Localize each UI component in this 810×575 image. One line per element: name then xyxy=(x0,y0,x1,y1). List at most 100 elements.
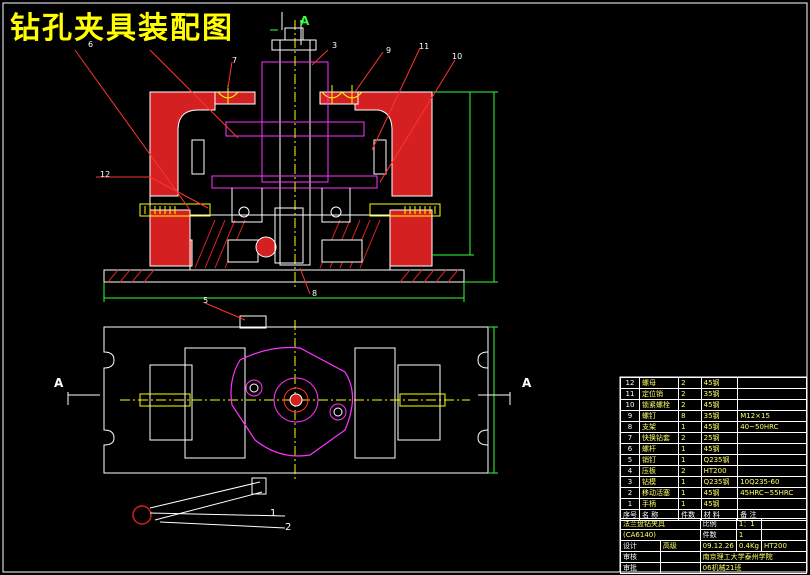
bom-cell-name: 螺钉 xyxy=(638,410,680,422)
material-value: HT200 xyxy=(761,540,807,552)
callout-1: 1 xyxy=(270,508,277,519)
callout-11: 11 xyxy=(419,42,430,51)
sheet-value: 1 xyxy=(735,529,763,541)
bom-cell-no: 7 xyxy=(620,432,640,444)
callout-2: 2 xyxy=(285,522,292,533)
bom-cell-qty: 2 xyxy=(678,432,702,444)
drawing-name: 法兰盘钻夹具 xyxy=(620,518,701,530)
checker-label: 审核 xyxy=(620,551,661,563)
weight-value: 0.4Kg xyxy=(735,540,763,552)
school-name: 南京理工大学泰州学院 xyxy=(699,551,808,563)
bom-cell-name: 支架 xyxy=(638,421,680,433)
bom-cell-qty: 2 xyxy=(678,388,702,400)
callout-6: 6 xyxy=(88,40,94,49)
designer-label: 设计 xyxy=(620,540,661,552)
bom-cell-material: 45钢 xyxy=(700,443,739,455)
bom-cell-name: 钻模 xyxy=(638,476,680,488)
class-name: 06机械21班 xyxy=(699,562,808,574)
bom-cell-qty: 2 xyxy=(678,377,702,389)
section-label-top: A xyxy=(300,14,310,28)
bom-cell-qty: 2 xyxy=(678,465,702,477)
bom-cell-qty: 1 xyxy=(678,454,702,466)
bom-cell-qty: 1 xyxy=(678,487,702,499)
bom-cell-material: 45钢 xyxy=(700,377,739,389)
callout-8: 8 xyxy=(312,289,318,298)
bom-cell-note: 40~50HRC xyxy=(737,421,807,433)
callout-9: 9 xyxy=(386,46,392,55)
bom-cell-qty: 1 xyxy=(678,476,702,488)
bom-cell-no: 6 xyxy=(620,443,640,455)
bom-cell-no: 5 xyxy=(620,454,640,466)
bom-cell-qty: 8 xyxy=(678,410,702,422)
bom-cell-note xyxy=(737,399,807,411)
bom-cell-material: 25钢 xyxy=(700,432,739,444)
bom-cell-name: 定位销 xyxy=(638,388,680,400)
workpiece-flange xyxy=(230,346,354,457)
bom-cell-no: 4 xyxy=(620,465,640,477)
bom-cell-qty: 2 xyxy=(678,399,702,411)
bom-cell-name: 压板 xyxy=(638,465,680,477)
bom-cell-material: 35钢 xyxy=(700,388,739,400)
section-label-left: A xyxy=(54,376,64,390)
sheet-label: 件数 xyxy=(699,529,737,541)
callout-5: 5 xyxy=(203,296,209,305)
bom-cell-name: 移动活塞 xyxy=(638,487,680,499)
right-frame-section xyxy=(354,91,433,197)
bom-cell-material: 45钢 xyxy=(700,399,739,411)
bom-cell-material: 45钢 xyxy=(700,498,739,510)
drawing-title: 钻孔夹具装配图 xyxy=(10,11,234,46)
bom-cell-name: 锁紧螺栓 xyxy=(638,399,680,411)
bom-cell-note xyxy=(737,465,807,477)
bom-cell-no: 8 xyxy=(620,421,640,433)
bom-cell-material: Q235钢 xyxy=(700,476,739,488)
front-view xyxy=(103,20,498,302)
bom-cell-name: 销钉 xyxy=(638,454,680,466)
bom-cell-note xyxy=(737,443,807,455)
bom-cell-qty: 1 xyxy=(678,421,702,433)
section-label-right: A xyxy=(522,376,532,390)
bom-cell-note xyxy=(737,498,807,510)
bom-cell-note xyxy=(737,432,807,444)
bom-cell-name: 快换钻套 xyxy=(638,432,680,444)
bom-cell-note: 45HRC~55HRC xyxy=(737,487,807,499)
bom-cell-no: 3 xyxy=(620,476,640,488)
bom-cell-material: 45钢 xyxy=(700,421,739,433)
designer-name: 高级 xyxy=(659,540,701,552)
callout-7: 7 xyxy=(232,56,238,65)
bom-cell-name: 螺母 xyxy=(638,377,680,389)
leader-lines xyxy=(74,47,456,321)
bom-cell-name: 螺杆 xyxy=(638,443,680,455)
callout-3: 3 xyxy=(332,41,338,50)
callout-12: 12 xyxy=(100,170,111,179)
bom-cell-note: 10Q235-60 xyxy=(737,476,807,488)
approver-label: 审批 xyxy=(620,562,661,574)
design-date: 09.12.26 xyxy=(699,540,737,552)
bom-cell-no: 9 xyxy=(620,410,640,422)
top-view-base-outline xyxy=(103,326,489,474)
bom-cell-no: 11 xyxy=(620,388,640,400)
bom-cell-material: 45钢 xyxy=(700,487,739,499)
bom-cell-no: 12 xyxy=(620,377,640,389)
title-block: 法兰盘钻夹具 比例 1：1 (CA6140) 件数 1 设计 高级 09.12.… xyxy=(620,518,808,574)
scale-value: 1：1 xyxy=(735,518,763,530)
leader-lines-bottom xyxy=(149,512,286,529)
callout-10: 10 xyxy=(452,52,463,61)
scale-label: 比例 xyxy=(699,518,737,530)
bom-cell-name: 手柄 xyxy=(638,498,680,510)
bom-cell-no: 10 xyxy=(620,399,640,411)
bom-cell-material: Q235钢 xyxy=(700,454,739,466)
base-plate xyxy=(103,269,465,283)
bom-cell-note xyxy=(737,388,807,400)
